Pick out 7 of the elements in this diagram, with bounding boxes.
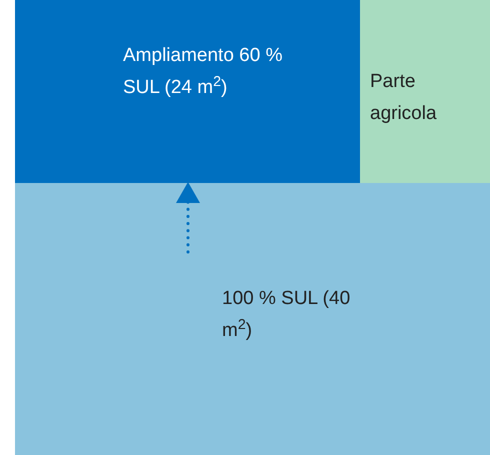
- area-label: 100 % SUL (40 m$^{2}$): [222, 287, 352, 343]
- area-label: Parte agricola: [370, 70, 438, 126]
- area-block: [15, 0, 360, 183]
- area-block: [360, 0, 490, 183]
- area-label: Ampliamento 60 % SUL (24 m$^{2}$): [123, 44, 283, 100]
- area-block: [15, 183, 490, 455]
- dotted-arrow: [176, 182, 200, 254]
